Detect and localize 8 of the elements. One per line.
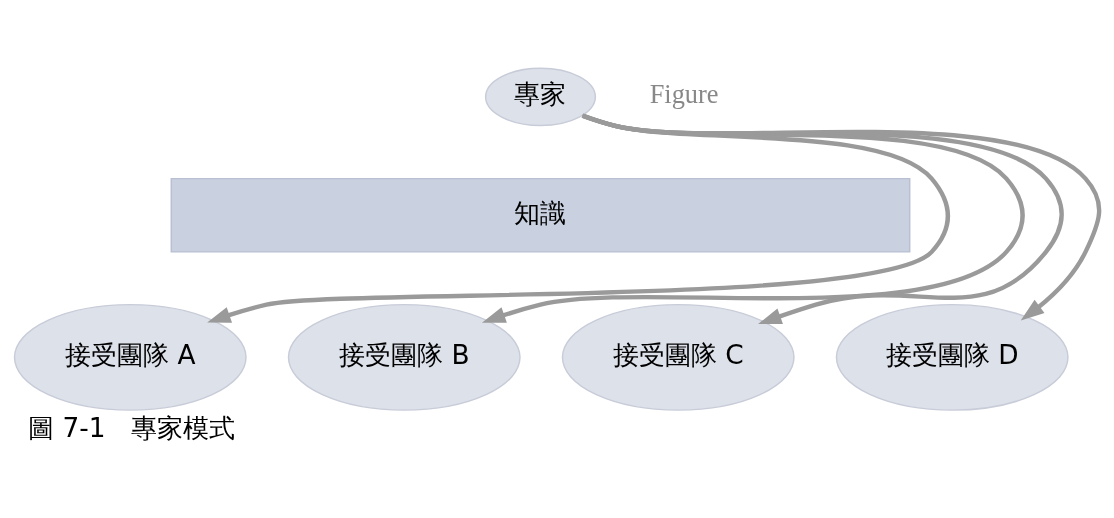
caption: 圖 7-1 專家模式 bbox=[28, 412, 236, 443]
arrow bbox=[481, 113, 1025, 323]
node-ellipse: 接受團隊 D bbox=[835, 303, 1069, 411]
node-ellipse: 接受團隊 C bbox=[561, 303, 795, 411]
label: Figure bbox=[649, 79, 719, 109]
node-box: 知識 bbox=[170, 177, 911, 253]
arrow bbox=[207, 112, 951, 323]
node-ellipse: 專家 bbox=[484, 66, 597, 126]
